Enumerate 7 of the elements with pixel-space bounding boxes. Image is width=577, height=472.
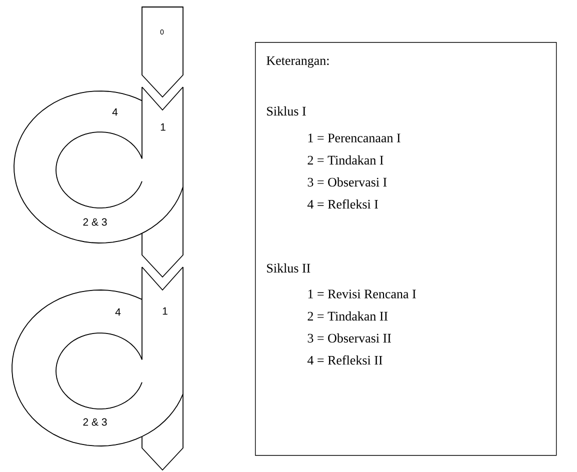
cycle-number: 2 & 3 (83, 218, 107, 226)
cycle-number: 4 (115, 308, 121, 316)
cycle-number: 1 (160, 123, 166, 131)
cycle-number: 4 (112, 108, 118, 116)
cycle-number: 2 & 3 (83, 418, 107, 426)
legend-box: Keterangan: Siklus I 1 = Perencanaan I 2 = Tindakan I 3 = Observasi I 4 = Refleksi I Siklus II 1 = Revisi Rencana I 2 = Tindakan II 3 = Observasi II 4 = Refleksi II (255, 42, 557, 456)
cycle-number: 1 (162, 307, 168, 315)
